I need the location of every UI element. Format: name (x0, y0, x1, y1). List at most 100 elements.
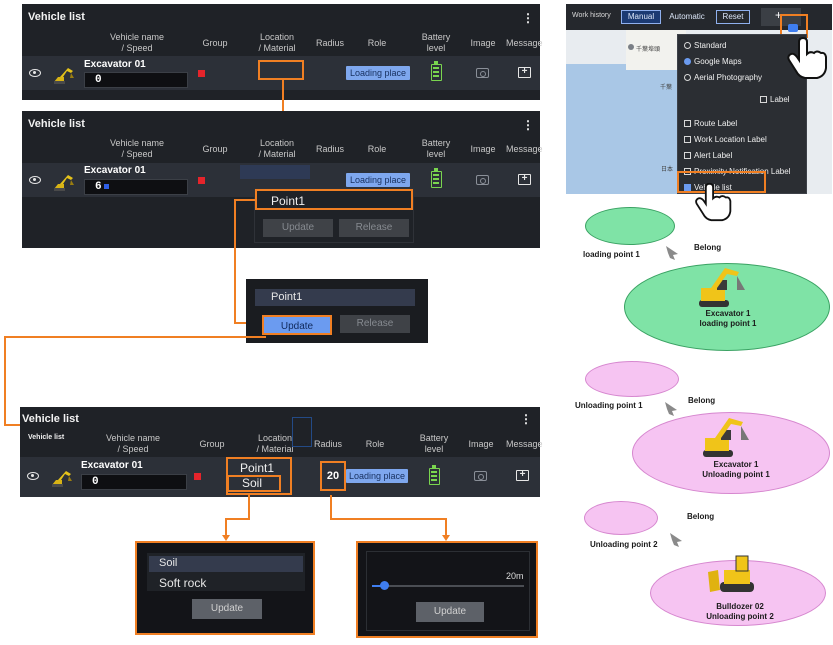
map-place-label: 千葉 (660, 85, 673, 91)
vehicle-list-panel-3: Vehicle list Vehicle list ⋮ Vehicle name… (20, 407, 543, 497)
map-place-label: 日本 (661, 167, 674, 173)
header-location: Location/ Material (256, 433, 294, 454)
table-row[interactable]: Excavator 01 0 Point1 Soil 20 Loading pl… (20, 457, 540, 497)
excavator-icon (54, 68, 74, 84)
vehicle-name: Excavator 01 (84, 165, 146, 176)
visibility-eye-icon[interactable] (29, 69, 41, 77)
connector-arrow (222, 535, 230, 541)
map-layer-label: Google Maps (694, 57, 742, 66)
message-icon[interactable]: + (518, 174, 531, 185)
material-option[interactable]: Soft rock (159, 576, 207, 590)
excavator-icon (52, 471, 72, 487)
diagram-belong-label: Belong (687, 512, 715, 521)
visibility-eye-icon[interactable] (29, 176, 41, 184)
material-value[interactable]: Soil (227, 475, 281, 492)
header-vehicle-name: Vehicle name/ Speed (109, 32, 165, 53)
radius-slider-thumb[interactable] (380, 581, 389, 590)
map-layer-label: Aerial Photography (694, 73, 763, 82)
message-icon[interactable]: + (516, 470, 529, 481)
checkbox-label: Work Location Label (694, 135, 767, 144)
connector-line (4, 336, 6, 426)
battery-icon (431, 61, 442, 81)
label-option-text: Label (770, 95, 790, 104)
release-button[interactable]: Release (339, 219, 409, 237)
location-cell[interactable] (258, 60, 304, 80)
zoom-in-button[interactable]: + (775, 8, 783, 22)
connector-line (330, 495, 332, 519)
radius-value[interactable]: 20 (320, 461, 346, 491)
release-button[interactable]: Release (340, 315, 410, 333)
label-checkbox-option[interactable]: Route Label (684, 119, 737, 128)
header-role: Role (367, 144, 387, 154)
map-layer-option[interactable]: Standard (684, 41, 726, 50)
material-option-selected[interactable]: Soil (149, 556, 303, 572)
checkbox-icon[interactable] (684, 152, 691, 160)
diagram-belong-label: Belong (694, 243, 722, 252)
header-vehicle-name: Vehicle name/ Speed (105, 433, 161, 454)
radius-value-label: 20m (506, 571, 524, 581)
unloading-point-area (584, 501, 658, 535)
bulldozer-image (708, 555, 754, 592)
radio-icon[interactable] (684, 58, 691, 66)
role-badge: Loading place (346, 469, 408, 483)
header-radius: Radius (315, 144, 344, 154)
speed-value: 6 (84, 179, 188, 195)
location-select-field[interactable]: Point1 (255, 289, 415, 306)
diagram-point-label: Unloading point 1 (575, 401, 643, 410)
hand-pointer-icon (695, 182, 732, 222)
header-role: Role (365, 439, 385, 449)
gray-arrow-icon (670, 533, 682, 547)
message-icon[interactable]: + (518, 67, 531, 78)
update-button[interactable]: Update (192, 599, 262, 619)
radius-slider-track[interactable] (372, 585, 524, 587)
reset-button[interactable]: Reset (716, 10, 750, 24)
dark-cursor-marker (292, 417, 312, 447)
header-message: Message (506, 439, 543, 449)
kebab-menu-icon[interactable]: ⋮ (522, 118, 534, 132)
checkbox-icon[interactable] (760, 96, 767, 104)
header-image: Image (468, 439, 494, 449)
update-button[interactable]: Update (262, 315, 332, 335)
radius-slider-fill (372, 585, 384, 587)
manual-toggle[interactable]: Manual (621, 10, 661, 24)
visibility-eye-icon[interactable] (27, 472, 39, 480)
checkbox-label: Alert Label (694, 151, 733, 160)
header-group: Group (199, 439, 225, 449)
camera-icon[interactable] (476, 175, 489, 185)
connector-line (225, 518, 227, 536)
radio-icon[interactable] (684, 42, 691, 50)
checkbox-icon[interactable] (684, 136, 691, 144)
checkbox-label: Route Label (694, 119, 738, 128)
location-dropdown: Point1 Update Release (254, 188, 414, 243)
label-checkbox-option[interactable]: Alert Label (684, 151, 732, 160)
camera-icon[interactable] (476, 68, 489, 78)
role-badge: Loading place (346, 66, 410, 80)
automatic-toggle[interactable]: Automatic (669, 12, 705, 21)
update-button[interactable]: Update (416, 602, 484, 622)
radio-icon[interactable] (684, 74, 691, 82)
map-layer-option[interactable]: Google Maps (684, 57, 742, 66)
excavator-icon (54, 175, 74, 191)
diagram-point-label: loading point 1 (583, 250, 640, 259)
label-option[interactable]: Label (760, 95, 790, 104)
camera-icon[interactable] (474, 471, 487, 481)
location-value[interactable]: Point1 (240, 461, 275, 475)
connector-arrow (442, 535, 450, 541)
checkbox-icon[interactable] (684, 120, 691, 128)
label-checkbox-option[interactable]: Work Location Label (684, 135, 767, 144)
map-layer-option[interactable]: Aerial Photography (684, 73, 762, 82)
kebab-menu-icon[interactable]: ⋮ (522, 11, 534, 25)
table-row[interactable]: Excavator 01 0 Loading place + (22, 56, 540, 90)
location-cell[interactable] (240, 165, 310, 179)
material-dropdown: Soil Soft rock Update (135, 541, 315, 635)
update-button[interactable]: Update (263, 219, 333, 237)
kebab-menu-icon[interactable]: ⋮ (520, 412, 532, 426)
location-select-field[interactable]: Point1 (255, 189, 413, 210)
checkbox-icon[interactable] (684, 184, 691, 192)
vehicle-name: Excavator 01 (84, 59, 146, 70)
excavator-image (699, 268, 745, 307)
header-image: Image (470, 144, 496, 154)
